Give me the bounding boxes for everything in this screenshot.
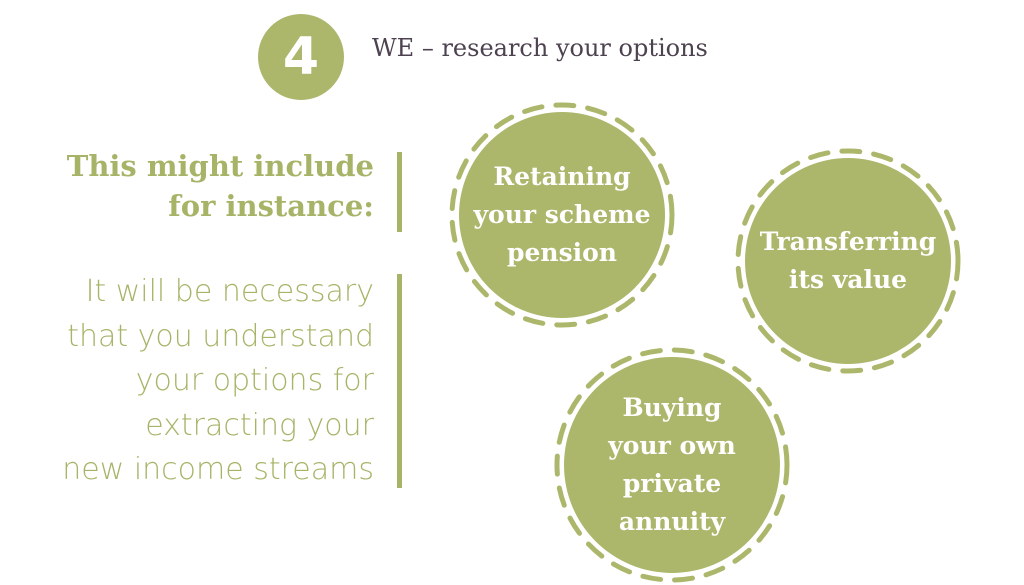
option-disc: Retaining your scheme pension (459, 112, 665, 318)
body-line: new income streams (62, 452, 374, 487)
body-paragraph: It will be necessary that you understand… (62, 270, 374, 493)
body-divider (397, 274, 402, 488)
option-line: pension (507, 238, 617, 267)
option-line: your own (608, 431, 736, 460)
option-line: your scheme (473, 200, 651, 229)
option-disc: Transferring its value (745, 158, 951, 364)
body-line: that you understand (67, 318, 374, 354)
option-line: annuity (618, 507, 726, 536)
dashed-ring-icon (735, 148, 961, 374)
dashed-ring-icon (449, 102, 675, 328)
option-line: private (622, 469, 722, 498)
body-line: It will be necessary (85, 274, 374, 309)
option-line: Transferring (759, 227, 937, 256)
step-number-badge: 4 (258, 14, 344, 100)
option-line: Buying (622, 393, 722, 422)
option-line: its value (788, 265, 908, 294)
heading-line: for instance: (168, 189, 374, 223)
heading-line: This might include (66, 149, 374, 183)
section-heading: This might include for instance: (67, 146, 374, 226)
option-retaining-scheme-pension: Retaining your scheme pension (447, 100, 677, 330)
step-title: WE – research your options (372, 34, 708, 62)
body-line: your options for (135, 363, 374, 398)
option-transferring-value: Transferring its value (733, 146, 963, 376)
body-line: extracting your (145, 407, 374, 443)
option-buying-private-annuity: Buying your own private annuity (552, 345, 792, 585)
heading-divider (397, 152, 402, 232)
option-disc: Buying your own private annuity (564, 357, 780, 573)
option-line: Retaining (493, 162, 631, 191)
